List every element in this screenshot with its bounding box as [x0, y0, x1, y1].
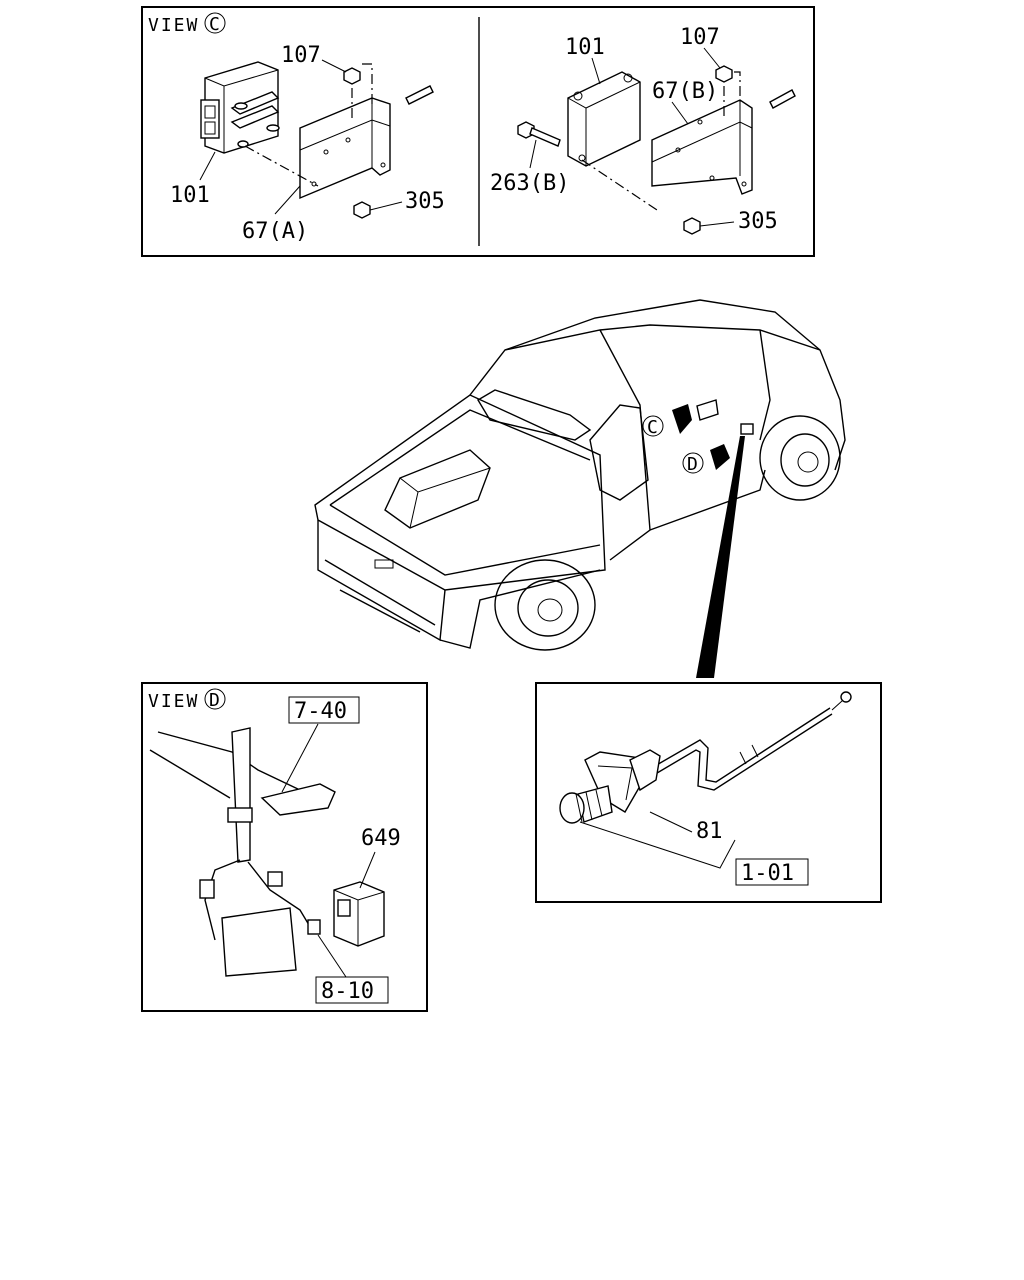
view-d-frame — [141, 682, 428, 1012]
bracket-d-icon — [221, 907, 297, 977]
ref-8-10-box — [315, 976, 389, 1004]
cable-detail-panel: 81 1-01 — [535, 682, 882, 903]
ref-7-40-box — [288, 696, 360, 724]
front-wheel — [759, 415, 841, 501]
cable-end-icon — [840, 691, 852, 703]
arrow-d-icon — [710, 444, 730, 470]
view-c-frame — [141, 6, 815, 257]
release-knob-icon — [559, 785, 613, 824]
label-263b: 263(B) — [490, 171, 569, 196]
relay-649-icon — [333, 881, 385, 947]
bolt-263b-icon — [517, 121, 561, 147]
truck-illustration: C D — [314, 299, 846, 678]
ecu-101-right — [567, 71, 641, 167]
stud-icon — [405, 85, 434, 105]
marker-c-letter: C — [647, 417, 658, 438]
marker-d-letter: D — [687, 454, 698, 475]
arrow-c-icon — [672, 404, 692, 434]
ecu-location-icon — [696, 399, 719, 421]
view-c-circle — [204, 12, 226, 34]
label-305-right: 305 — [738, 209, 778, 234]
view-c-title: VIEW — [148, 15, 199, 36]
view-c-circle-letter: C — [209, 14, 220, 35]
ref-7-40: 7-40 — [294, 699, 347, 724]
label-101-right: 101 — [565, 35, 605, 60]
harness-trunk — [231, 727, 251, 863]
nut-305-left-icon — [353, 201, 371, 219]
label-107-left: 107 — [281, 43, 321, 68]
marker-d-circle — [682, 452, 704, 474]
view-d-title: VIEW — [148, 691, 199, 712]
ecu-101-left — [200, 61, 280, 154]
clip-icon — [260, 783, 336, 816]
leader-1-01 — [579, 821, 736, 869]
ref-1-01: 1-01 — [741, 861, 794, 886]
rear-wheel — [494, 559, 596, 651]
view-d-panel: VIEW D 7-40 649 8-10 — [141, 682, 428, 1012]
release-cable — [647, 707, 831, 783]
knob-location-icon — [740, 423, 754, 435]
view-c-panel: VIEW C — [141, 6, 815, 257]
label-81: 81 — [696, 819, 723, 844]
label-649: 649 — [361, 826, 401, 851]
view-d-circle — [204, 688, 226, 710]
stud-right-icon — [769, 89, 796, 109]
nut-107-left-icon — [343, 67, 361, 85]
label-67b: 67(B) — [652, 79, 718, 104]
leader-dashed — [244, 145, 319, 187]
marker-c-circle — [642, 415, 664, 437]
nut-305-right-icon — [683, 217, 701, 235]
label-305-left: 305 — [405, 189, 445, 214]
bracket-67a — [299, 97, 391, 200]
callout-wedge — [696, 436, 745, 678]
nut-107-right-icon — [715, 65, 733, 83]
view-d-circle-letter: D — [209, 690, 220, 711]
cable-detail-frame — [535, 682, 882, 903]
label-67a: 67(A) — [242, 219, 308, 244]
bracket-67b — [651, 99, 753, 195]
ref-1-01-box — [735, 858, 809, 886]
ref-8-10: 8-10 — [321, 979, 374, 1004]
label-107-right: 107 — [680, 25, 720, 50]
label-101-left: 101 — [170, 183, 210, 208]
